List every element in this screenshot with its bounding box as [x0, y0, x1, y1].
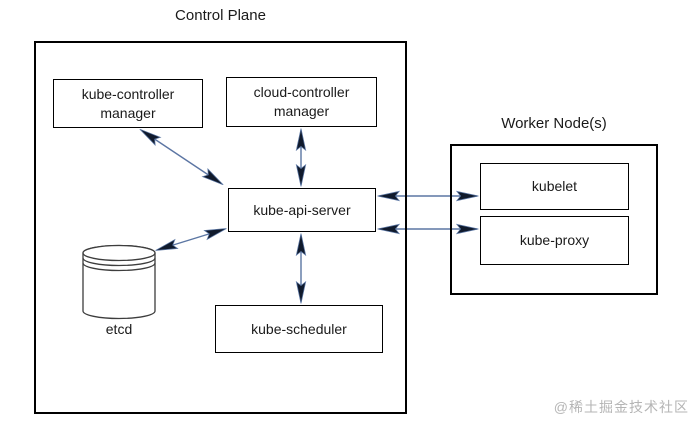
control-plane-box	[34, 41, 407, 414]
worker-node-title: Worker Node(s)	[501, 115, 607, 132]
node-kube-scheduler: kube-scheduler	[215, 305, 383, 353]
edge-etcd-api	[157, 229, 225, 250]
node-cloud-controller-manager: cloud-controller manager	[226, 77, 377, 127]
etcd-cylinder-icon	[82, 244, 156, 320]
watermark: @稀土掘金技术社区	[553, 399, 689, 415]
worker-node-box	[450, 144, 658, 295]
node-kubelet: kubelet	[480, 163, 629, 210]
node-kube-api-server: kube-api-server	[228, 188, 376, 232]
node-kube-proxy: kube-proxy	[480, 216, 629, 265]
etcd-label: etcd	[105, 321, 133, 337]
node-kube-controller-manager: kube-controller manager	[53, 79, 203, 128]
edge-kube-controller-manager-api	[141, 130, 222, 184]
control-plane-title: Control Plane	[175, 7, 266, 24]
